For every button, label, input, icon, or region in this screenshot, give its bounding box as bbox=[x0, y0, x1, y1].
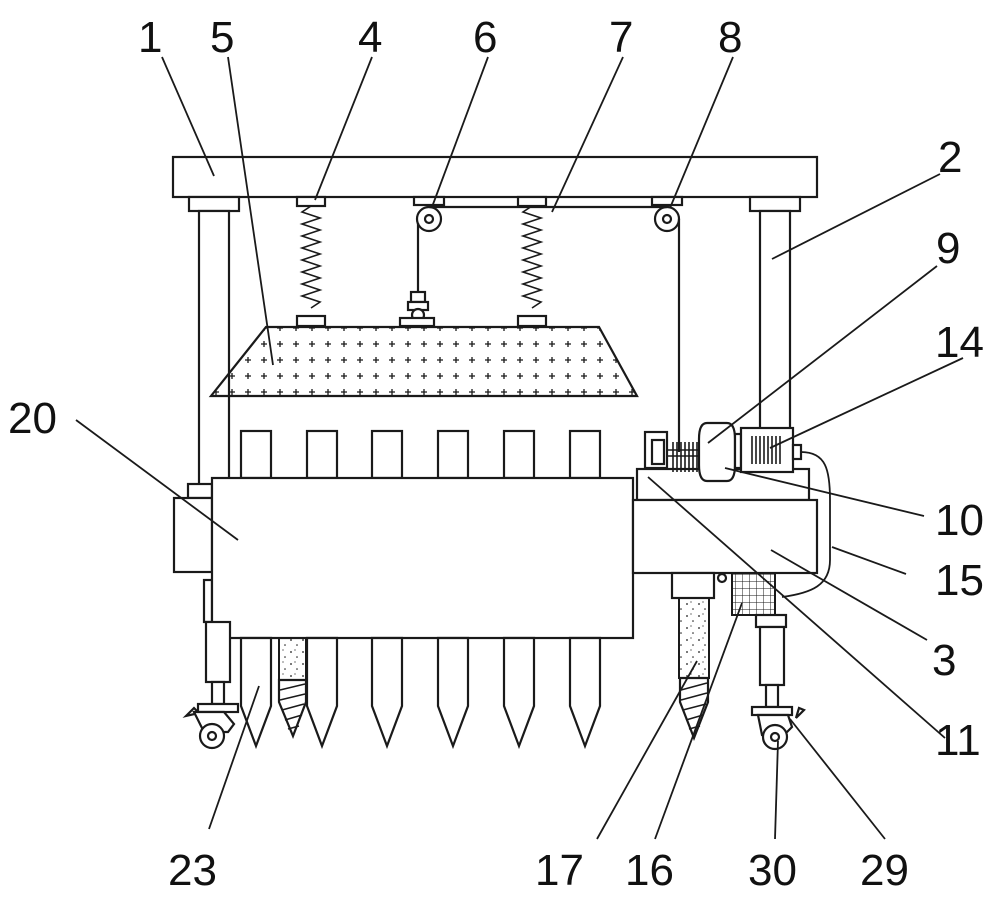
upper-stakes bbox=[239, 429, 602, 480]
press-plate bbox=[208, 325, 639, 398]
motor-box bbox=[731, 572, 776, 616]
pulley-right bbox=[650, 195, 684, 233]
label-29: 29 bbox=[860, 846, 909, 895]
right-column bbox=[748, 195, 802, 438]
left-caster bbox=[182, 620, 240, 750]
label-14: 14 bbox=[935, 318, 984, 367]
winch bbox=[643, 421, 803, 483]
hook bbox=[398, 290, 436, 328]
left-side-block bbox=[172, 496, 214, 574]
cable bbox=[781, 451, 831, 598]
label-17: 17 bbox=[535, 846, 584, 895]
label-4: 4 bbox=[358, 13, 382, 62]
top-plate bbox=[171, 155, 819, 199]
label-7: 7 bbox=[609, 13, 633, 62]
label-8: 8 bbox=[718, 13, 742, 62]
pivot-11 bbox=[716, 572, 728, 584]
label-15: 15 bbox=[935, 556, 984, 605]
labels: 1 5 4 6 7 8 2 9 14 20 10 15 3 11 23 17 1… bbox=[8, 13, 984, 895]
label-30: 30 bbox=[748, 846, 797, 895]
pulley-left bbox=[412, 195, 446, 233]
label-10: 10 bbox=[935, 496, 984, 545]
middle-spring bbox=[516, 195, 548, 328]
label-23: 23 bbox=[168, 846, 217, 895]
label-9: 9 bbox=[936, 224, 960, 273]
label-1: 1 bbox=[138, 13, 162, 62]
label-2: 2 bbox=[938, 133, 962, 182]
drill-left bbox=[277, 637, 308, 739]
label-3: 3 bbox=[932, 636, 956, 685]
label-11: 11 bbox=[935, 716, 981, 765]
leader-lines bbox=[75, 56, 964, 840]
main-frame bbox=[210, 476, 635, 640]
drill-right bbox=[670, 571, 716, 742]
left-spring bbox=[295, 195, 327, 328]
label-5: 5 bbox=[210, 13, 234, 62]
right-caster bbox=[750, 613, 806, 751]
label-20: 20 bbox=[8, 394, 57, 443]
right-arm bbox=[631, 498, 819, 575]
label-6: 6 bbox=[473, 13, 497, 62]
rope bbox=[416, 205, 681, 452]
label-16: 16 bbox=[625, 846, 674, 895]
